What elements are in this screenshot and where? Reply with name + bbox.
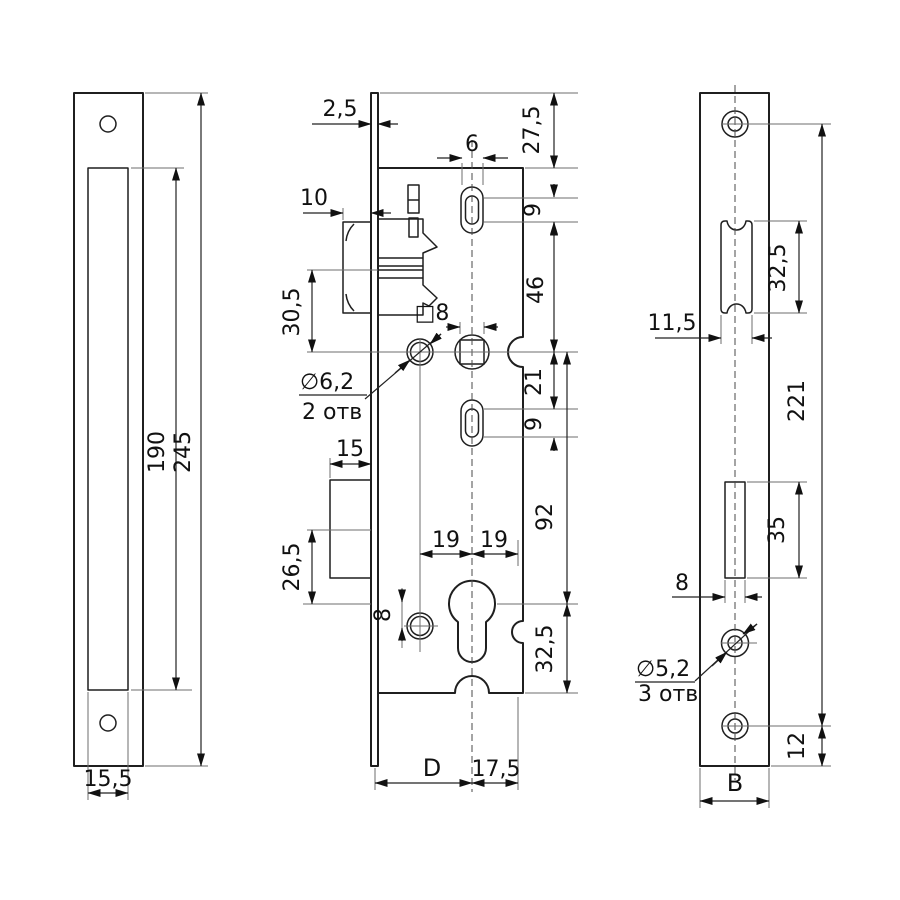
dimension-lines-strike xyxy=(655,123,826,805)
case-window xyxy=(87,167,129,691)
dim-slot-to-follower: 46 xyxy=(524,276,549,304)
dim-top-offset: 27,5 xyxy=(520,106,545,155)
dim-strike-width: B xyxy=(727,769,743,797)
dim-window-width: 15,5 xyxy=(84,767,133,792)
faceplate-outline xyxy=(73,92,144,767)
dim-center-to-edge: 17,5 xyxy=(472,757,521,782)
dim-faceplate-thickness: 2,5 xyxy=(323,97,358,122)
dim-cylinder-to-hole: 8 xyxy=(371,608,396,622)
strike-plate-outline xyxy=(699,92,770,767)
latch-mechanism xyxy=(378,218,438,316)
callout-leader-6-2 xyxy=(299,332,442,400)
dim-cylinder-to-bottom: 32,5 xyxy=(533,625,558,674)
dim-deadbolt-width: 15 xyxy=(336,437,364,462)
latch-spring-lines xyxy=(378,257,423,279)
latch-bevel-arcs xyxy=(345,223,355,312)
faceplate-strip xyxy=(370,92,379,767)
dim-spacing-right: 19 xyxy=(480,528,508,553)
dim-window-height: 190 xyxy=(145,431,170,473)
dim-follower-square: □8 xyxy=(415,301,450,326)
dim-latch-cutout-width: 11,5 xyxy=(648,311,697,336)
dim-latch-to-follower: 30,5 xyxy=(280,288,305,337)
extension-lines-strike xyxy=(699,123,831,808)
dim-follower-to-slot-lower: 21 xyxy=(522,368,547,396)
dimension-lines-left xyxy=(87,92,205,797)
dim-deadbolt-to-cylinder: 26,5 xyxy=(280,543,305,592)
view-faceplate-front: 190 245 15,5 xyxy=(73,92,208,800)
screw-hole-top xyxy=(99,115,117,133)
latch-bolt xyxy=(342,221,372,314)
latch-guide-pins xyxy=(407,184,420,238)
callout-dia-6-2: ∅6,2 xyxy=(300,370,354,395)
dim-bolt-cutout-height: 35 xyxy=(765,516,790,544)
dim-holes-span: 221 xyxy=(785,380,810,422)
callout-leader-5-2 xyxy=(635,623,758,683)
callout-2-otv: 2 отв xyxy=(302,400,362,425)
dim-slot-width: 6 xyxy=(465,132,479,157)
view-lock-body: 2,5 27,5 6 10 9 46 □8 21 9 ∅6,2 2 отв 15… xyxy=(280,92,578,792)
callout-3-otv: 3 отв xyxy=(638,682,698,707)
dimension-lines-body xyxy=(303,92,571,787)
extension-lines-body xyxy=(303,92,578,790)
view-strike-plate: 32,5 11,5 221 35 8 ∅5,2 3 отв 12 B xyxy=(635,85,831,808)
dim-follower-to-cylinder: 92 xyxy=(533,503,558,531)
dim-latch-cutout-height: 32,5 xyxy=(766,244,791,293)
callout-dia-5-2: ∅5,2 xyxy=(636,657,690,682)
dim-slot-lower-height: 9 xyxy=(522,417,547,431)
cylinder-hole xyxy=(448,579,496,663)
dim-height-total: 245 xyxy=(171,431,196,473)
latch-cutout xyxy=(720,220,753,314)
dim-bottom-hole-offset: 12 xyxy=(785,732,810,760)
lock-case-outline xyxy=(377,167,524,694)
screw-hole-bottom xyxy=(99,714,117,732)
dim-slot-upper-height: 9 xyxy=(521,203,546,217)
deadbolt xyxy=(329,479,372,579)
dim-latch-protrusion: 10 xyxy=(300,186,328,211)
dim-spacing-left: 19 xyxy=(432,528,460,553)
dim-backset: D xyxy=(423,754,441,782)
dim-bolt-cutout-width: 8 xyxy=(675,571,689,596)
